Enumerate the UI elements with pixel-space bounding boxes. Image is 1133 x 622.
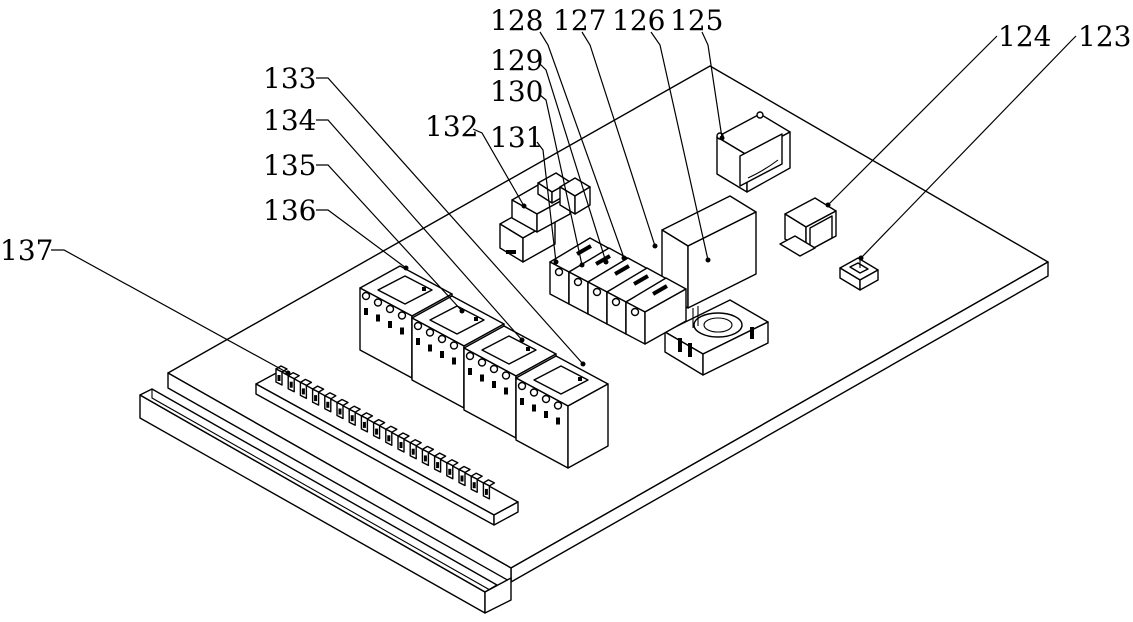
breaker-toggle: [576, 244, 592, 256]
contactor-screw: [397, 311, 407, 320]
breaker-toggle: [595, 254, 611, 266]
contactor-screw: [477, 358, 487, 367]
contactor-screw: [517, 381, 527, 391]
label-135: 135: [263, 149, 316, 182]
contactor-slot: [532, 404, 536, 412]
breaker-row: [549, 237, 687, 345]
contactor-screw: [373, 298, 383, 307]
terminal-screw: [326, 401, 330, 408]
contactor-mark: [474, 317, 478, 321]
breaker-toggle: [614, 264, 630, 276]
contactor-raised: [377, 275, 433, 305]
terminal-screw: [387, 435, 391, 442]
contactor-screw: [385, 304, 395, 314]
contactor-slot: [376, 314, 380, 322]
terminal-screw: [314, 395, 318, 402]
terminal-screw: [448, 468, 452, 475]
breaker-side: [644, 288, 687, 345]
terminal-screw: [375, 428, 379, 435]
relay-base: [664, 299, 769, 376]
contactor-slot: [520, 398, 524, 405]
contactor-screw: [553, 401, 563, 410]
contactor-slot: [544, 411, 548, 418]
contactor-slot: [364, 308, 368, 315]
terminal-screw: [301, 388, 305, 395]
terminal-screw: [338, 408, 342, 415]
contactor-raised: [481, 335, 537, 365]
contactor-slot: [480, 374, 484, 382]
terminal-screw: [436, 462, 440, 469]
contactor-screw: [413, 321, 423, 331]
contactor-slot: [492, 381, 496, 388]
terminal-screw: [289, 381, 293, 388]
contactor-slot: [452, 357, 456, 365]
contactor-slot: [556, 417, 560, 425]
label-131: 131: [490, 121, 543, 154]
contactor-mark: [422, 287, 426, 291]
part-123: [839, 257, 879, 291]
label-130: 130: [490, 75, 543, 108]
contactor-slot: [468, 368, 472, 375]
contactor-screw: [465, 351, 475, 361]
terminal-screw: [484, 488, 488, 495]
contactor-slot: [400, 327, 404, 335]
contactor-raised: [429, 305, 485, 335]
label-134: 134: [263, 104, 316, 137]
transformer-125: [716, 111, 791, 193]
breaker-screw: [611, 297, 621, 307]
part-number-labels: 123 124 125 126 127 128 129 130 131 132 …: [0, 4, 1131, 267]
terminal-screw: [411, 448, 415, 455]
contactor-screw: [529, 388, 539, 397]
label-129: 129: [490, 44, 543, 77]
terminal-rail: [255, 365, 519, 526]
breaker-toggle: [633, 274, 649, 286]
contactor-side: [567, 383, 609, 469]
contactor-mark: [526, 347, 530, 351]
contactor-slot: [428, 344, 432, 352]
contactor-mark: [578, 377, 582, 381]
breaker-screw: [592, 287, 602, 297]
label-126: 126: [612, 4, 665, 37]
contactor-slot: [440, 351, 444, 358]
contactor-slot: [416, 338, 420, 345]
contactor-screw: [437, 334, 447, 344]
breaker-screw: [554, 267, 564, 277]
leader-lines: [51, 31, 1077, 376]
contactor-screw: [425, 328, 435, 337]
breaker-toggle: [652, 284, 668, 296]
terminal-screw: [460, 475, 464, 482]
label-127: 127: [553, 4, 606, 37]
terminal-screw: [277, 375, 281, 381]
transformer-124: [779, 197, 837, 257]
front-channel: [139, 388, 512, 614]
terminal-screw: [350, 415, 354, 422]
terminal-screw: [472, 482, 476, 489]
terminal-screw: [399, 442, 403, 448]
contactor-slot: [388, 321, 392, 328]
terminal-screw: [362, 421, 366, 428]
label-132: 132: [425, 110, 478, 143]
contactor-raised: [533, 365, 589, 395]
label-123: 123: [1078, 20, 1131, 53]
module-132: [499, 172, 591, 263]
contactor-screw: [449, 341, 459, 350]
contactor-row: [359, 265, 609, 469]
label-125: 125: [670, 4, 723, 37]
label-124: 124: [998, 20, 1051, 53]
label-137: 137: [0, 234, 53, 267]
label-128: 128: [490, 4, 543, 37]
breaker-screw: [630, 307, 640, 317]
contactor-screw: [361, 291, 371, 301]
label-133: 133: [263, 62, 316, 95]
contactor-slot: [504, 387, 508, 395]
contactor-screw: [489, 364, 499, 374]
label-136: 136: [263, 194, 316, 227]
breaker-screw: [573, 277, 583, 287]
contactor-screw: [541, 394, 551, 404]
contactor-screw: [501, 371, 511, 380]
terminal-screw: [423, 455, 427, 462]
